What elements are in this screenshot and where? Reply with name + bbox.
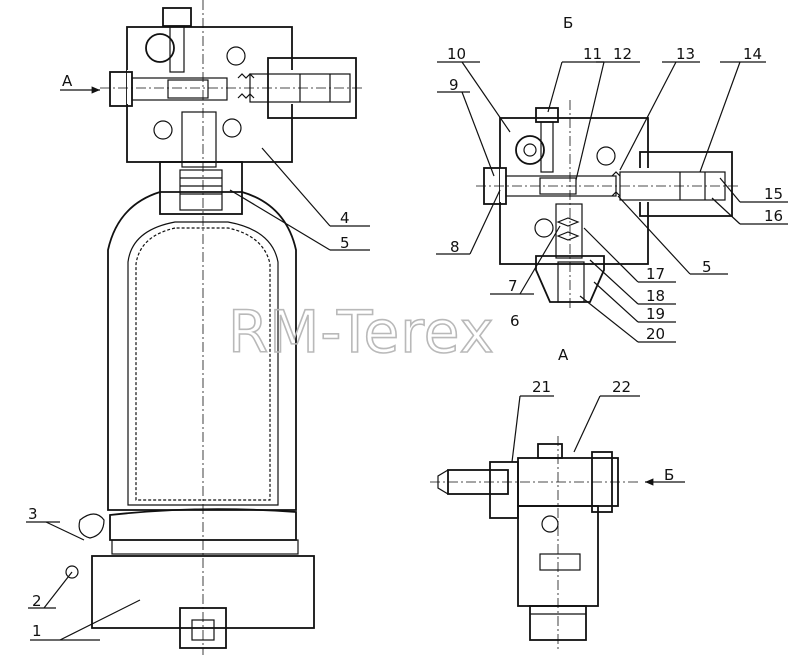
callout-16: 16 [764, 207, 783, 225]
view-label-a-arrow: А [62, 72, 73, 90]
callout-8: 8 [450, 238, 460, 256]
base-cap [91, 555, 315, 629]
callout-17: 17 [646, 265, 665, 283]
top-bolt [162, 7, 192, 27]
cylinder-body [107, 191, 297, 511]
callout-5-right: 5 [702, 258, 712, 276]
leader-lines [26, 61, 788, 641]
callout-13: 13 [676, 45, 695, 63]
callout-18: 18 [646, 287, 665, 305]
view-label-a-section: А [558, 346, 569, 364]
callout-15: 15 [764, 185, 783, 203]
callout-5-left: 5 [340, 234, 350, 252]
callout-19: 19 [646, 305, 665, 323]
callout-12: 12 [613, 45, 632, 63]
callout-9: 9 [449, 76, 459, 94]
callout-6: 6 [510, 312, 520, 330]
callout-14: 14 [743, 45, 762, 63]
callout-1: 1 [32, 622, 42, 640]
callout-2: 2 [32, 592, 42, 610]
ball [145, 33, 175, 63]
callout-4: 4 [340, 209, 350, 227]
neck [159, 161, 243, 215]
callout-11: 11 [583, 45, 602, 63]
callout-7: 7 [508, 277, 518, 295]
callout-10: 10 [447, 45, 466, 63]
callout-21: 21 [532, 378, 551, 396]
view-label-b-section: Б [563, 14, 573, 32]
callout-20: 20 [646, 325, 665, 343]
cylinder-assembly [60, 0, 365, 655]
view-label-b-arrow: Б [664, 466, 674, 484]
section-b-view [476, 100, 740, 310]
callout-22: 22 [612, 378, 631, 396]
section-a-view [430, 436, 685, 650]
callout-3: 3 [28, 505, 38, 523]
watermark: RM-Terex [228, 298, 495, 366]
